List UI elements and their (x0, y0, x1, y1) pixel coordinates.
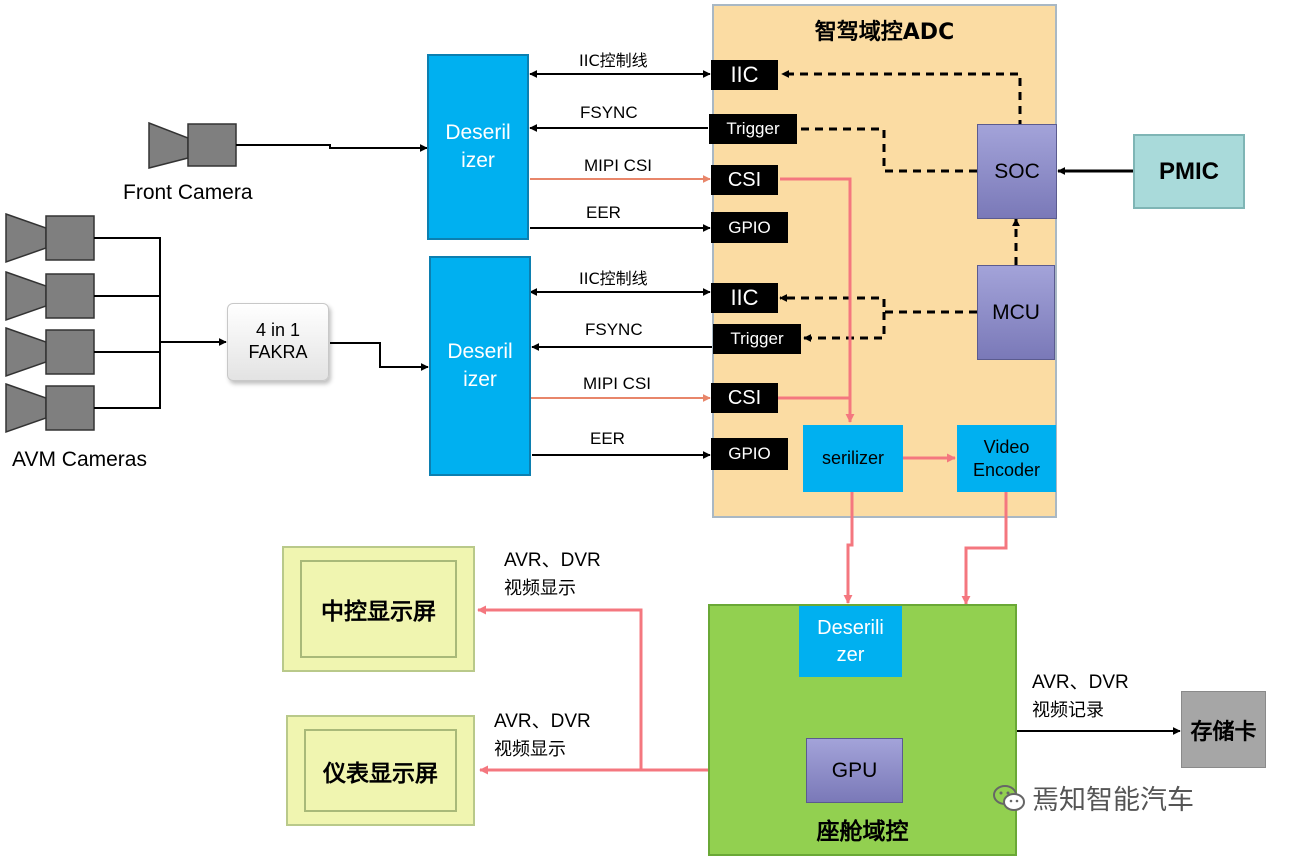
center-caption-line2: 视频显示 (504, 578, 576, 599)
video-encoder-line2: Encoder (972, 459, 1041, 480)
cockpit-deserializer-line1: Deserili (817, 616, 884, 639)
fakra-line2: FAKRA (248, 342, 308, 362)
deserializer-top-line2: izer (461, 149, 495, 172)
port-csi-bottom: CSI (711, 383, 778, 413)
video-encoder-line1: Video (983, 437, 1030, 457)
gpu-chip: GPU (806, 738, 903, 803)
label-iic-top: IIC控制线 (579, 51, 648, 70)
center-caption-line1: AVR、DVR (504, 550, 601, 571)
label-mipi-bottom: MIPI CSI (583, 374, 652, 393)
wire-encoder-cockpit (961, 492, 1008, 605)
serializer: serilizer (803, 425, 903, 492)
avm-camera-2-icon (5, 270, 95, 322)
port-iic-top: IIC (711, 60, 778, 90)
wire-serializer-cockpit (843, 492, 854, 604)
cockpit-deserializer-line2: zer (836, 643, 865, 666)
instrument-display: 仪表显示屏 (286, 715, 475, 826)
wire-csi-top-serializer (780, 177, 855, 423)
storage-caption-line1: AVR、DVR (1032, 672, 1129, 693)
deserializer-bottom-line2: izer (463, 368, 497, 391)
avm-camera-3-icon (5, 326, 95, 378)
deserializer-bottom-line1: Deseril (447, 339, 513, 363)
wire-fakra-deser (330, 342, 429, 371)
soc-chip: SOC (977, 124, 1057, 219)
port-csi-top: CSI (711, 165, 778, 195)
label-eer-bottom: EER (590, 429, 625, 448)
deserializer-top-line1: Deseril (445, 120, 511, 144)
fakra-connector: 4 in 1 FAKRA (227, 303, 329, 381)
port-trigger-top: Trigger (709, 114, 797, 144)
video-encoder: Video Encoder (957, 425, 1056, 492)
deserializer-top: Deseril izer (427, 54, 529, 240)
mcu-chip: MCU (977, 265, 1055, 360)
adc-title: 智驾域控ADC (814, 20, 955, 45)
port-trigger-bottom: Trigger (713, 324, 801, 354)
cockpit-title: 座舱域控 (816, 819, 909, 845)
center-display: 中控显示屏 (282, 546, 475, 672)
instrument-caption-line1: AVR、DVR (494, 711, 591, 732)
wire-mcu-trigger-bottom (803, 312, 886, 342)
instrument-display-label: 仪表显示屏 (304, 729, 457, 812)
fakra-line1: 4 in 1 (255, 320, 301, 341)
watermark-text: 焉知智能汽车 (1032, 785, 1194, 816)
wire-csi-bottom-serializer (778, 396, 852, 414)
label-mipi-top: MIPI CSI (584, 156, 653, 175)
cockpit-deserializer: Deserili zer (799, 606, 902, 677)
pmic-chip: PMIC (1133, 134, 1245, 209)
wire-avm-bus (94, 237, 226, 409)
port-iic-bottom: IIC (711, 283, 778, 313)
wire-soc-iic-top (781, 70, 1022, 142)
center-display-label: 中控显示屏 (300, 560, 457, 658)
label-iic-bottom: IIC控制线 (579, 269, 648, 288)
avm-cameras-label: AVM Cameras (12, 448, 147, 471)
wire-soc-trigger-top (785, 125, 977, 173)
label-fsync-bottom: FSYNC (585, 320, 643, 339)
label-fsync-top: FSYNC (580, 103, 638, 122)
label-eer-top: EER (586, 203, 621, 222)
watermark: 焉知智能汽车 (992, 778, 1194, 817)
front-camera-label: Front Camera (123, 181, 253, 204)
wire-front-camera (236, 144, 428, 152)
port-gpio-bottom: GPIO (711, 438, 788, 470)
port-gpio-top: GPIO (711, 212, 788, 243)
deserializer-bottom: Deseril izer (429, 256, 531, 476)
wechat-icon (993, 784, 1025, 811)
avm-camera-4-icon (5, 382, 95, 434)
storage-caption-line2: 视频记录 (1032, 700, 1104, 721)
instrument-caption-line2: 视频显示 (494, 739, 566, 760)
front-camera-icon (148, 121, 237, 169)
wire-mcu-iic-bottom (779, 294, 977, 314)
storage-card: 存储卡 (1181, 691, 1266, 768)
avm-camera-1-icon (5, 212, 95, 264)
